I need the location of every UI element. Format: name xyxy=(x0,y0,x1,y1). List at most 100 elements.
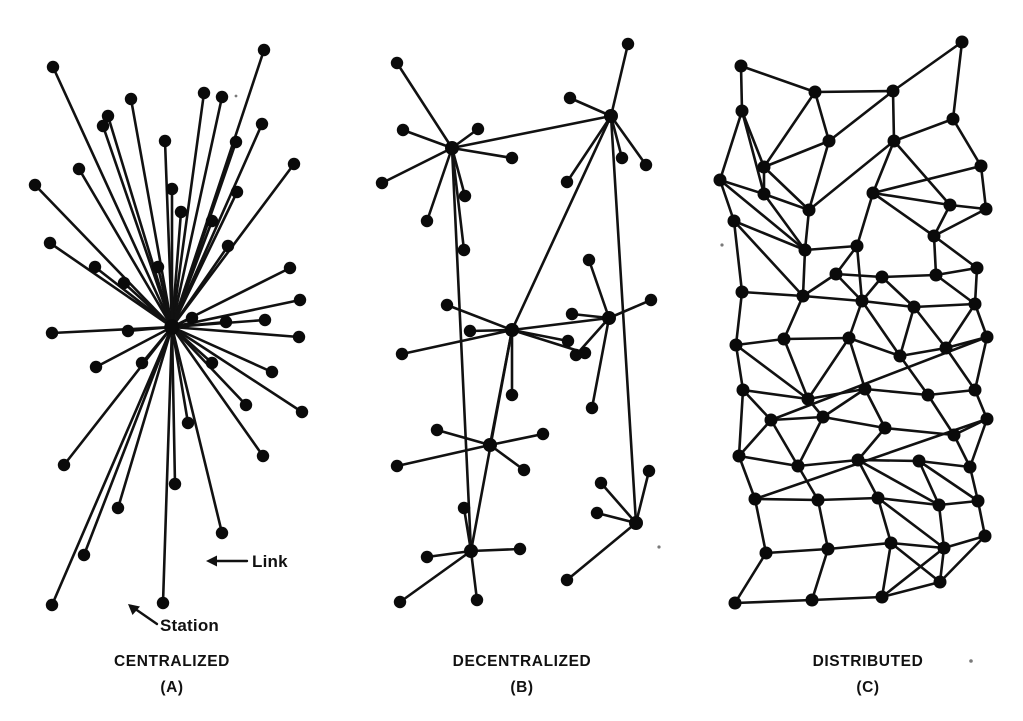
distributed-link xyxy=(855,191,875,248)
network-station-node xyxy=(560,573,574,587)
annotation-station-label: Station xyxy=(128,604,219,635)
distributed-link xyxy=(801,248,807,298)
decentralized-access-link xyxy=(450,146,466,252)
distributed-node xyxy=(980,412,994,426)
distributed-link xyxy=(944,346,977,392)
distributed-link xyxy=(889,541,942,584)
network-station-node xyxy=(168,477,182,491)
decentralized-hubs xyxy=(445,109,643,558)
distributed-node xyxy=(937,541,951,555)
decentralized-backbone-link xyxy=(510,114,613,332)
network-link xyxy=(170,318,267,329)
distributed-node xyxy=(887,134,901,148)
distributed-node xyxy=(878,421,892,435)
annotation-label: Station xyxy=(160,616,219,635)
distributed-link xyxy=(803,208,811,252)
distributed-node xyxy=(791,459,805,473)
network-station-node xyxy=(590,506,604,520)
distributed-link xyxy=(917,459,980,503)
distributed-link xyxy=(737,388,745,458)
network-station-node xyxy=(420,214,434,228)
distributed-node xyxy=(829,267,843,281)
scan-speck-3 xyxy=(234,94,238,98)
distributed-node xyxy=(929,268,943,282)
decentralized-access-link xyxy=(607,298,653,320)
network-station-node xyxy=(457,243,471,257)
annotation-arrowhead xyxy=(206,555,217,567)
distributed-link xyxy=(801,294,864,303)
network-link xyxy=(106,114,174,329)
network-station-node xyxy=(230,185,244,199)
distributed-node xyxy=(955,35,969,49)
distributed-link xyxy=(856,458,880,500)
distributed-link xyxy=(932,207,988,238)
distributed-link xyxy=(880,541,893,599)
distributed-link xyxy=(889,541,946,550)
distributed-link xyxy=(740,109,766,196)
decentralized-hub-node xyxy=(505,323,519,337)
distributed-link xyxy=(782,294,805,341)
distributed-node xyxy=(974,159,988,173)
distributed-node xyxy=(968,297,982,311)
decentralized-backbone-link xyxy=(450,146,473,553)
distributed-node xyxy=(727,214,741,228)
distributed-link xyxy=(740,290,805,298)
caption-c-name: DISTRIBUTED xyxy=(813,653,924,670)
distributed-link xyxy=(782,336,851,341)
network-station-node xyxy=(458,189,472,203)
decentralized-access-link xyxy=(609,114,648,167)
network-station-node xyxy=(471,122,485,136)
network-station-node xyxy=(165,182,179,196)
network-link xyxy=(170,190,239,329)
decentralized-access-link xyxy=(400,328,514,356)
distributed-link xyxy=(810,547,830,602)
network-distributed xyxy=(713,35,994,610)
distributed-link xyxy=(796,464,820,502)
distributed-node xyxy=(777,332,791,346)
distributed-link xyxy=(860,299,916,309)
network-link xyxy=(129,97,174,329)
distributed-link xyxy=(810,595,884,602)
distributed-link xyxy=(803,244,859,252)
distributed-link xyxy=(871,191,936,238)
distributed-link xyxy=(762,192,811,212)
distributed-link xyxy=(734,343,810,401)
distributed-link xyxy=(880,546,946,599)
distributed-link xyxy=(863,387,887,430)
distributed-link xyxy=(979,164,988,211)
distributed-link xyxy=(876,496,893,545)
distributed-link xyxy=(718,178,807,252)
distributed-link xyxy=(734,343,745,392)
distributed-link xyxy=(891,89,896,143)
distributed-link xyxy=(880,273,938,279)
decentralized-access-link xyxy=(395,443,492,468)
network-station-node xyxy=(396,123,410,137)
distributed-node xyxy=(734,59,748,73)
network-link xyxy=(122,281,174,329)
distributed-link xyxy=(826,541,893,551)
distributed-node xyxy=(927,229,941,243)
distributed-node xyxy=(970,261,984,275)
network-link xyxy=(62,325,174,467)
network-link xyxy=(170,325,265,458)
network-station-node xyxy=(639,158,653,172)
decentralized-hub-node xyxy=(464,544,478,558)
distributed-link xyxy=(762,90,817,169)
network-link xyxy=(170,325,177,486)
distributed-link xyxy=(821,387,867,419)
distributed-link xyxy=(847,299,864,340)
network-station-node xyxy=(283,261,297,275)
network-station-node xyxy=(470,593,484,607)
distributed-link xyxy=(732,219,807,252)
distributed-node xyxy=(816,410,830,424)
network-station-node xyxy=(197,86,211,100)
distributed-link xyxy=(734,290,744,347)
network-station-node xyxy=(174,205,188,219)
distributed-link xyxy=(807,139,896,212)
network-station-node xyxy=(563,91,577,105)
distributed-node xyxy=(875,270,889,284)
network-station-node xyxy=(151,260,165,274)
distributed-link xyxy=(942,534,987,550)
distributed-link xyxy=(951,40,964,121)
